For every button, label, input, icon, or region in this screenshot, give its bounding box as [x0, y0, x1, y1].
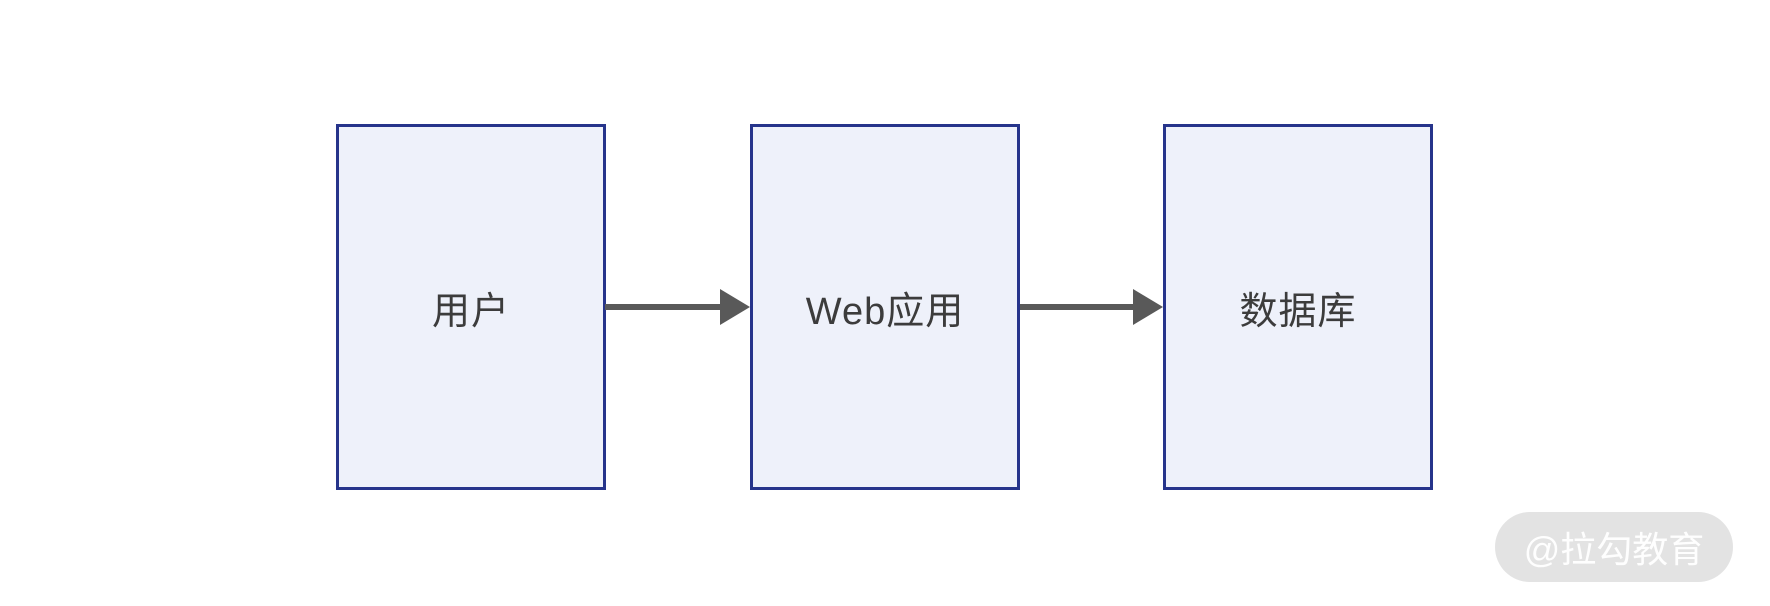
- watermark-label: @拉勾教育: [1523, 529, 1705, 570]
- arrowhead-right-icon: [720, 289, 750, 325]
- arrow-webapp-to-database-icon: [1020, 289, 1163, 325]
- arrowhead-right-icon: [1133, 289, 1163, 325]
- arrow-user-to-webapp-icon: [605, 289, 750, 325]
- watermark-badge: @拉勾教育: [1495, 512, 1733, 582]
- node-database-label: 数据库: [1239, 290, 1357, 333]
- arrow-shaft: [1020, 304, 1136, 310]
- node-webapp: Web应用: [750, 124, 1020, 490]
- node-database: 数据库: [1163, 124, 1433, 490]
- node-webapp-label: Web应用: [805, 290, 965, 333]
- arrow-shaft: [605, 304, 723, 310]
- node-user-label: 用户: [431, 290, 510, 333]
- node-user: 用户: [336, 124, 606, 490]
